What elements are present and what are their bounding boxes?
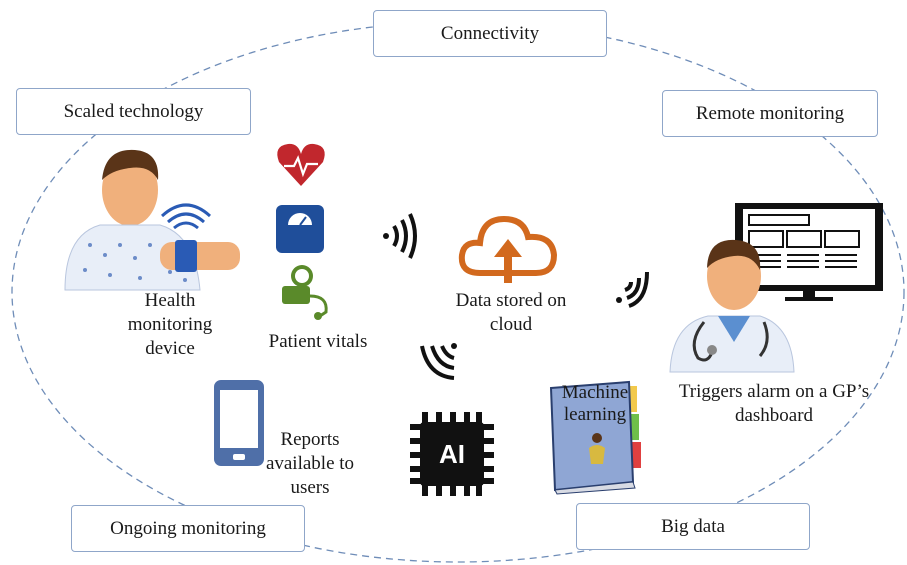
- wireless-signal-icon: [420, 343, 457, 380]
- reports-label: Reports available to users: [265, 429, 355, 498]
- machine-learning-book-icon: [549, 380, 641, 495]
- heart-icon: [277, 143, 325, 186]
- doctor-icon: [669, 239, 795, 373]
- cloud-label: Data stored on cloud: [455, 290, 567, 335]
- health-device-label: Health monitoring device: [127, 290, 213, 359]
- wireless-signal-icon: [383, 213, 417, 259]
- ongoing-monitoring-box: Ongoing monitoring: [71, 505, 305, 552]
- connectivity-box: Connectivity: [373, 10, 607, 57]
- blood-pressure-icon: [282, 265, 328, 320]
- big-data-box: Big data: [576, 503, 810, 550]
- dashboard-monitor-icon: [735, 203, 883, 301]
- ai-chip-label: AI: [439, 439, 465, 469]
- remote-monitoring-box: Remote monitoring: [662, 90, 878, 137]
- scaled-technology-box: Scaled technology: [16, 88, 251, 135]
- weighing-scale-icon: [276, 205, 324, 253]
- machine-learning-label: Machine learning: [561, 382, 629, 425]
- cloud-upload-icon: [458, 215, 558, 283]
- gp-dashboard-label: Triggers alarm on a GP’s dashboard: [678, 381, 870, 426]
- ai-chip-icon: [410, 412, 494, 496]
- patient-vitals-label: Patient vitals: [268, 331, 368, 352]
- wireless-signal-icon: [616, 271, 649, 308]
- phone-icon: [214, 380, 264, 466]
- patient-icon: [64, 149, 240, 291]
